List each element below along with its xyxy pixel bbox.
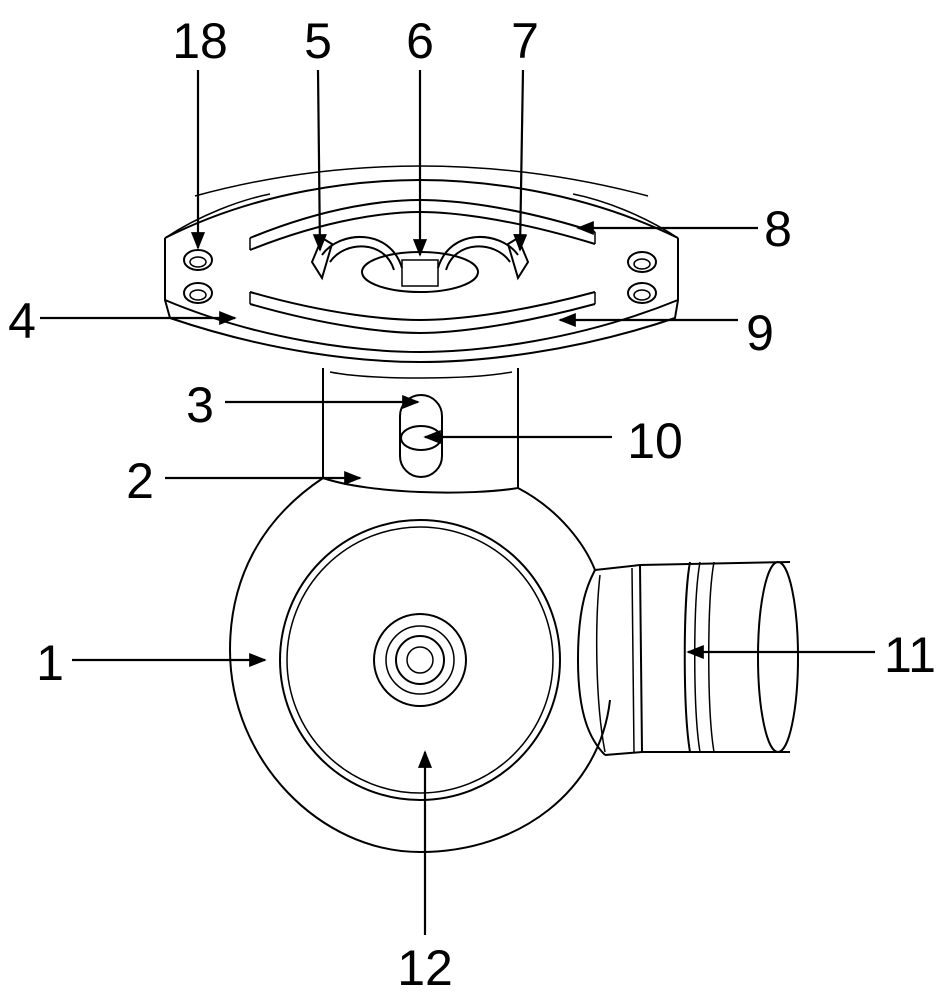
label-10: 10 <box>627 413 683 469</box>
side-cylinder <box>578 562 798 755</box>
ball-housing <box>230 478 610 852</box>
upper-arc-slot <box>250 200 595 250</box>
leader-7 <box>520 70 523 250</box>
leader-5 <box>318 70 320 250</box>
neck <box>323 368 518 493</box>
label-12: 12 <box>397 940 453 996</box>
label-3: 3 <box>186 377 214 433</box>
lens-center <box>374 614 466 706</box>
lower-arc-slot <box>250 292 595 333</box>
label-5: 5 <box>304 13 332 69</box>
label-4: 4 <box>8 293 36 349</box>
label-2: 2 <box>126 453 154 509</box>
label-18: 18 <box>172 13 228 69</box>
reference-numerals: 18 5 6 7 8 4 9 3 10 2 1 11 12 <box>8 13 936 996</box>
label-1: 1 <box>36 635 64 691</box>
label-9: 9 <box>746 305 774 361</box>
label-8: 8 <box>764 201 792 257</box>
label-7: 7 <box>511 13 539 69</box>
label-6: 6 <box>406 13 434 69</box>
leader-lines <box>40 70 875 935</box>
label-11: 11 <box>884 627 936 683</box>
